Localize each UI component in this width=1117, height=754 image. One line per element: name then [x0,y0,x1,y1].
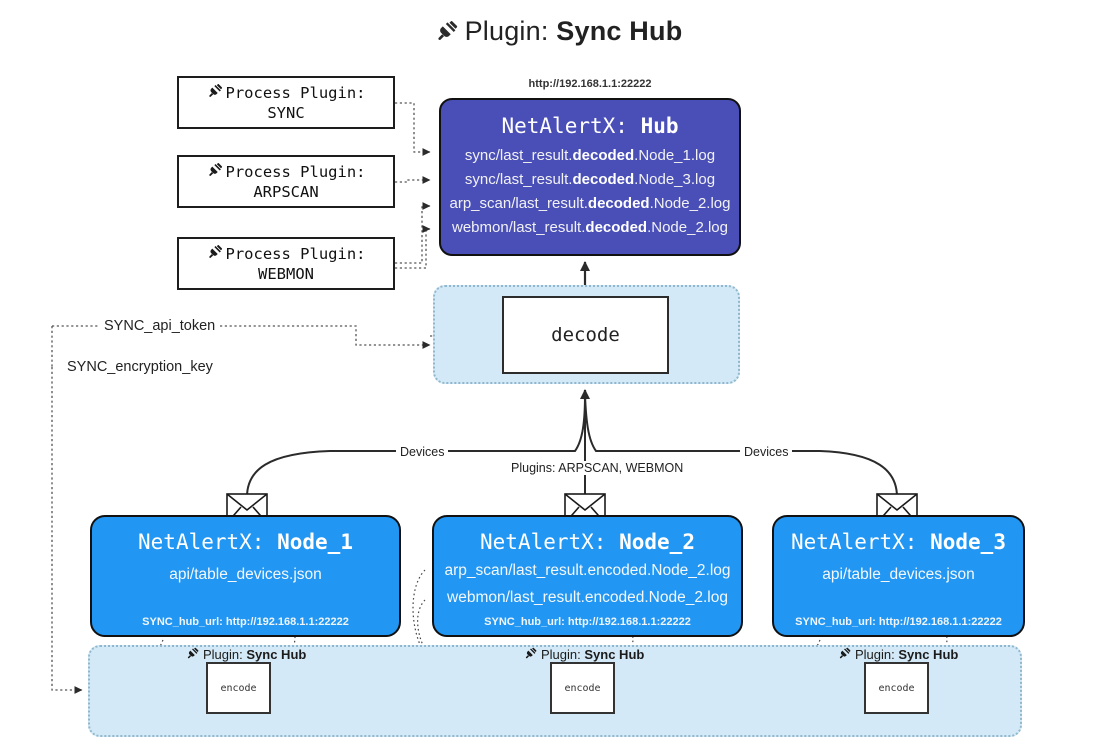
hub-title-name: Hub [640,114,679,138]
encoder-label-prefix: Plugin: [855,647,895,662]
plug-icon [838,646,852,663]
hub-log-line: sync/last_result.decoded.Node_3.log [465,171,715,188]
node-line: api/table_devices.json [169,566,322,583]
node-title-name: Node_3 [930,530,1006,554]
node-hub-url-value: http://192.168.1.1:22222 [225,616,349,628]
log-pre: webmon/last_result. [452,219,586,236]
node-line-list: api/table_devices.json [822,566,975,584]
label-devices-right: Devices [740,445,793,459]
process-plugin-line1: Process Plugin: [225,244,366,263]
process-plugin-box-arpscan[interactable]: Process Plugin: ARPSCAN [177,155,395,208]
label-devices-left: Devices [396,445,449,459]
encoder-label-name: Sync Hub [584,647,645,662]
edge-webmon-to-hub1 [395,202,431,264]
encoder-label-3: Plugin: Sync Hub [838,646,958,663]
plug-icon [524,646,538,663]
process-plugin-line1: Process Plugin: [225,162,366,181]
node-hub-url: SYNC_hub_url: http://192.168.1.1:22222 [434,616,741,628]
encoder-label-2: Plugin: Sync Hub [524,646,644,663]
encoder-label-name: Sync Hub [898,647,959,662]
hub-log-list: sync/last_result.decoded.Node_1.log sync… [450,147,731,236]
process-plugin-box-webmon[interactable]: Process Plugin: WEBMON [177,237,395,290]
edge-arpscan-to-hub [395,176,431,184]
plug-icon [207,161,224,183]
log-pre: sync/last_result. [464,171,573,188]
process-plugin-box-sync[interactable]: Process Plugin: SYNC [177,76,395,129]
log-pre: arp_scan/last_result. [449,195,588,212]
encoder-label-prefix: Plugin: [203,647,243,662]
page-title: Plugin: Sync Hub [0,16,1117,50]
node-hub-url-key: SYNC_hub_url: [484,616,565,628]
hub-node[interactable]: NetAlertX: Hub sync/last_result.decoded.… [439,98,741,256]
log-mid: decoded [587,195,650,212]
node-hub-url: SYNC_hub_url: http://192.168.1.1:22222 [774,616,1023,628]
process-plugin-line2: WEBMON [258,265,314,283]
node-title-name: Node_2 [619,530,695,554]
node-title-prefix: NetAlertX: [480,530,607,554]
log-mid: decoded [585,219,648,236]
hub-log-line: arp_scan/last_result.decoded.Node_2.log [450,195,731,212]
log-post: .Node_2.log [649,195,731,212]
node-line: webmon/last_result.encoded.Node_2.log [447,589,728,606]
node-line: api/table_devices.json [822,566,975,583]
process-plugin-line2: SYNC [267,104,305,122]
node-hub-url-key: SYNC_hub_url: [142,616,223,628]
process-plugin-line1: Process Plugin: [225,83,366,102]
log-mid: decoded [572,171,635,188]
label-sync-encryption-key: SYNC_encryption_key [63,359,217,375]
node-box-node-3[interactable]: NetAlertX: Node_3 api/table_devices.json… [772,515,1025,637]
encoder-label-1: Plugin: Sync Hub [186,646,306,663]
node-box-node-2[interactable]: NetAlertX: Node_2 arp_scan/last_result.e… [432,515,743,637]
encoder-label-name: Sync Hub [246,647,307,662]
node-hub-url: SYNC_hub_url: http://192.168.1.1:22222 [92,616,399,628]
decode-box[interactable]: decode [502,296,669,374]
encode-box-1[interactable]: encode [206,662,271,714]
node-line-list: api/table_devices.json [169,566,322,584]
plug-icon [186,646,200,663]
node-title-name: Node_1 [277,530,353,554]
edge-encryption-key-to-bottom [51,367,83,694]
node-hub-url-value: http://192.168.1.1:22222 [878,616,1002,628]
node-line: arp_scan/last_result.encoded.Node_2.log [444,562,731,579]
node-hub-url-value: http://192.168.1.1:22222 [567,616,691,628]
edge-webmon-to-hub2 [395,225,431,269]
node-box-node-1[interactable]: NetAlertX: Node_1 api/table_devices.json… [90,515,401,637]
hub-log-line: sync/last_result.decoded.Node_1.log [465,147,715,164]
log-post: .Node_2.log [647,219,728,236]
page-title-name: Sync Hub [556,16,683,46]
node-title: NetAlertX: Node_1 [138,530,353,554]
log-mid: decoded [572,147,635,164]
encoder-label-prefix: Plugin: [541,647,581,662]
node-title-prefix: NetAlertX: [138,530,265,554]
plug-icon [207,243,224,265]
hub-log-line: webmon/last_result.decoded.Node_2.log [452,219,728,236]
hub-url-label: http://192.168.1.1:22222 [528,78,652,90]
node-title: NetAlertX: Node_3 [791,530,1006,554]
page-title-prefix: Plugin: [464,16,549,46]
node-title-prefix: NetAlertX: [791,530,918,554]
log-post: .Node_1.log [634,147,716,164]
label-plugins-middle: Plugins: ARPSCAN, WEBMON [507,461,688,475]
hub-title: NetAlertX: Hub [501,114,678,138]
hub-title-prefix: NetAlertX: [501,114,628,138]
plug-icon [435,18,460,50]
process-plugin-line2: ARPSCAN [253,183,319,201]
node-line-list: arp_scan/last_result.encoded.Node_2.log … [444,562,730,607]
edge-sync-to-hub [395,102,431,156]
node-hub-url-key: SYNC_hub_url: [795,616,876,628]
encode-box-2[interactable]: encode [550,662,615,714]
plug-icon [207,82,224,104]
log-pre: sync/last_result. [464,147,573,164]
label-sync-api-token: SYNC_api_token [100,318,220,334]
log-post: .Node_3.log [634,171,716,188]
node-title: NetAlertX: Node_2 [480,530,695,554]
encode-box-3[interactable]: encode [864,662,929,714]
